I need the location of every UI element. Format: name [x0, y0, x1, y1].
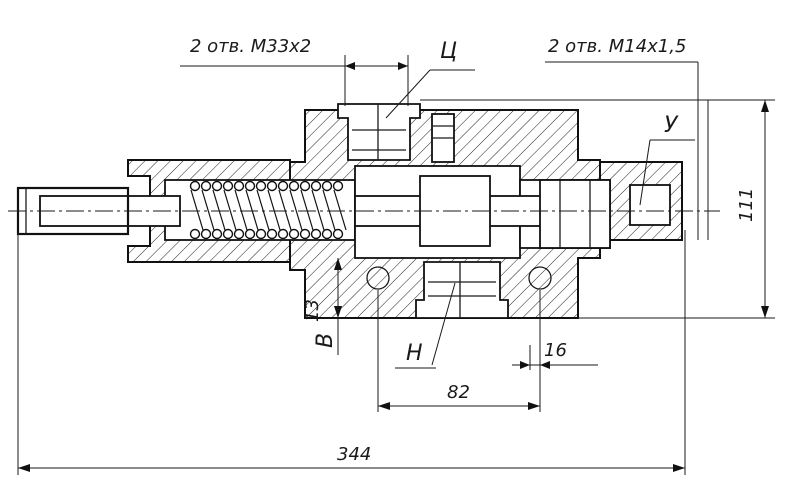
label-port-u: У [664, 113, 679, 138]
spring-wire [212, 189, 226, 231]
spring-coil [244, 180, 256, 192]
spring-coil [222, 228, 234, 240]
spring-coil [299, 180, 311, 192]
spring [189, 180, 347, 240]
spring-coil [233, 180, 245, 192]
spring-wire [223, 189, 237, 231]
spring-coil [200, 228, 212, 240]
spring-wire [245, 189, 259, 231]
spring-coil [211, 180, 223, 192]
spring-coil [321, 180, 333, 192]
spring-coil [310, 228, 322, 240]
spring-wire [256, 189, 270, 231]
spring-coil [233, 228, 245, 240]
spring-wire [289, 189, 303, 231]
dimension-port-v-offset: 13 [302, 299, 323, 322]
spring-coil [222, 180, 234, 192]
spring-coil [244, 228, 256, 240]
dimension-height: 111 [736, 188, 757, 222]
spring-coil [321, 228, 333, 240]
label-port-n: Н [406, 341, 423, 366]
label-port-v: В [313, 333, 338, 348]
dimension-overall-length: 344 [337, 444, 371, 465]
spring-coil [288, 180, 300, 192]
spring-coil [299, 228, 311, 240]
spring-wire [190, 189, 204, 231]
spring-coil [332, 180, 344, 192]
label-port-c: Ц [440, 39, 457, 64]
spring-coil [266, 180, 278, 192]
spring-wire [201, 189, 215, 231]
spring-coil [255, 228, 267, 240]
spring-coil [277, 180, 289, 192]
spring-wire [333, 189, 347, 231]
label-holes-right: 2 отв. М14х1,5 [548, 36, 686, 57]
spring-coil [255, 180, 267, 192]
top-port-fitting [337, 103, 421, 161]
dimension-port-offset: 16 [544, 340, 567, 361]
spring-coil [288, 228, 300, 240]
spring-wire [234, 189, 248, 231]
spring-coil [332, 228, 344, 240]
spring-wire [311, 189, 325, 231]
spring-coil [310, 180, 322, 192]
spring-wire [278, 189, 292, 231]
label-holes-left: 2 отв. М33х2 [190, 36, 311, 57]
bottom-port-fitting [415, 261, 509, 319]
hole-left [366, 266, 390, 290]
spring-coil [266, 228, 278, 240]
spring-wire [267, 189, 281, 231]
dimension-lines [8, 55, 775, 475]
spring-wire [300, 189, 314, 231]
spring-coil [189, 180, 201, 192]
top-plug [431, 113, 455, 163]
dimension-port-spacing: 82 [447, 382, 470, 403]
spring-wire [322, 189, 336, 231]
spring-coil [189, 228, 201, 240]
spring-coil [277, 228, 289, 240]
spring-coil [200, 180, 212, 192]
spring-coil [211, 228, 223, 240]
hole-right [528, 266, 552, 290]
